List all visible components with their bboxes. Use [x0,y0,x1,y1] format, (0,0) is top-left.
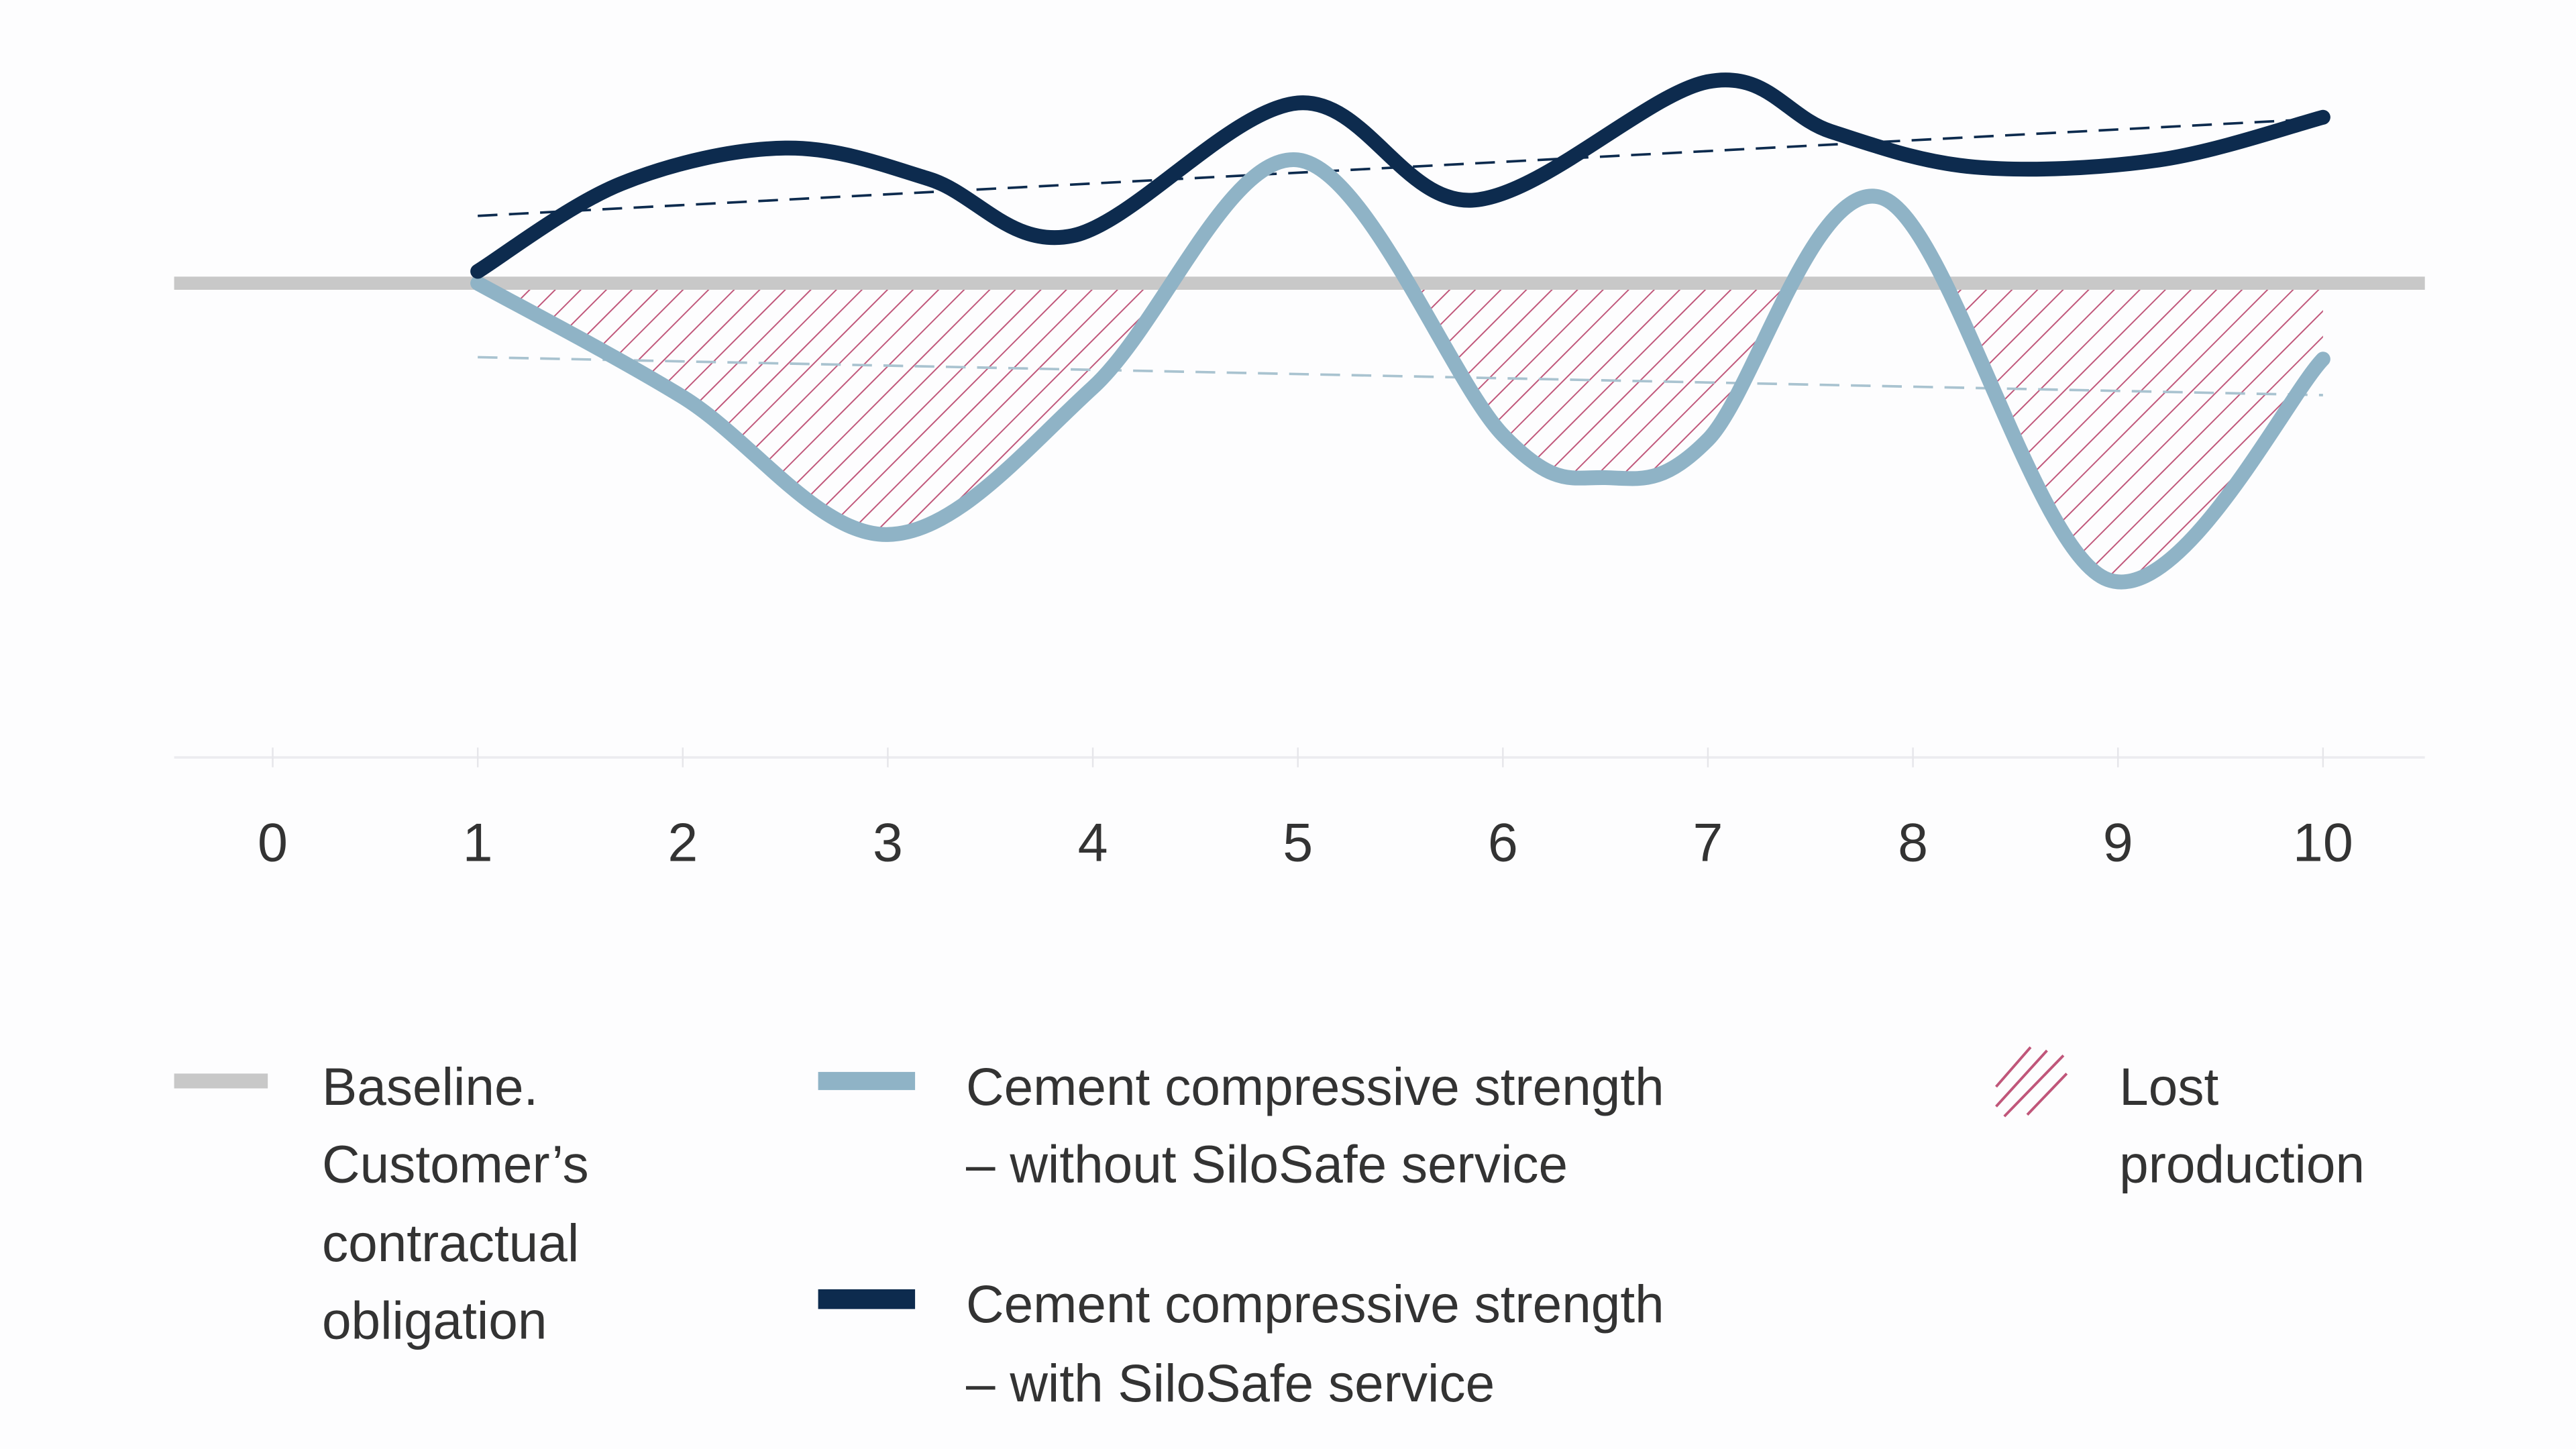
hatch-icon [1995,1046,2068,1118]
series-line-with-silosafe [470,72,2330,279]
x-tick-label: 0 [258,813,288,873]
legend-label: Cement compressive strength [966,1057,1664,1116]
lost-production-area [478,283,2323,582]
x-tick-label: 7 [1693,813,1723,873]
x-tick-label: 8 [1898,813,1928,873]
x-axis-ticks: 0 1 2 3 4 5 6 7 8 9 10 [258,747,2353,873]
legend-label: Customer’s [322,1134,589,1193]
legend-item-lost-production: Lost production [1995,1046,2365,1193]
legend: Baseline. Customer’s contractual obligat… [174,1046,2365,1413]
x-tick-label: 6 [1488,813,1518,873]
legend-item-without: Cement compressive strength – without Si… [818,1057,1664,1193]
legend-label: Lost [2119,1057,2218,1116]
legend-label: contractual [322,1214,579,1273]
x-tick-label: 3 [873,813,903,873]
legend-swatch-without [818,1071,916,1090]
legend-item-with: Cement compressive strength – with SiloS… [818,1275,1664,1413]
legend-swatch-baseline [174,1073,268,1089]
plot-area [174,72,2425,590]
legend-label: Baseline. [322,1057,538,1116]
series-line-without-silosafe [470,152,2330,590]
legend-label: – without SiloSafe service [966,1134,1568,1193]
x-tick-label: 9 [2103,813,2133,873]
x-tick-label: 4 [1078,813,1108,873]
x-tick-label: 10 [2293,813,2353,873]
x-tick-label: 1 [463,813,493,873]
legend-swatch-with [818,1289,916,1309]
x-tick-label: 2 [667,813,698,873]
trendline-without [478,356,2323,396]
x-tick-label: 5 [1283,813,1313,873]
legend-label: Cement compressive strength [966,1275,1664,1334]
legend-label: obligation [322,1291,547,1350]
legend-label: production [2119,1134,2365,1193]
legend-item-baseline: Baseline. Customer’s contractual obligat… [174,1057,589,1350]
legend-label: – with SiloSafe service [966,1354,1495,1413]
